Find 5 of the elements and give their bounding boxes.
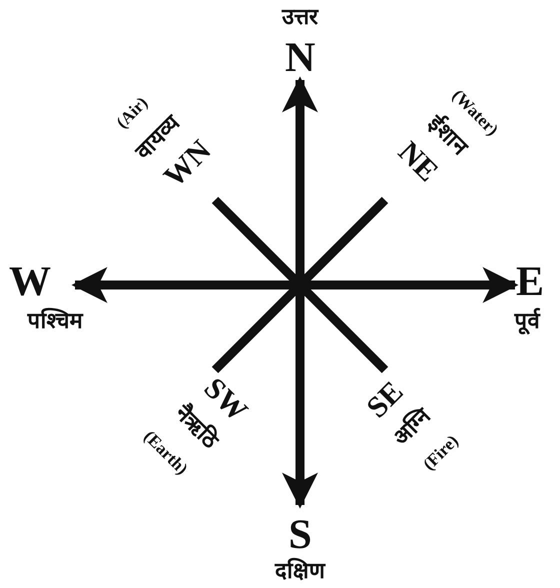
compass-letter: N bbox=[285, 37, 316, 79]
direction-name: उत्तर bbox=[282, 7, 318, 29]
compass-letter: W bbox=[9, 261, 51, 303]
compass-letter: S bbox=[288, 514, 312, 556]
compass-letter: E bbox=[516, 261, 544, 303]
